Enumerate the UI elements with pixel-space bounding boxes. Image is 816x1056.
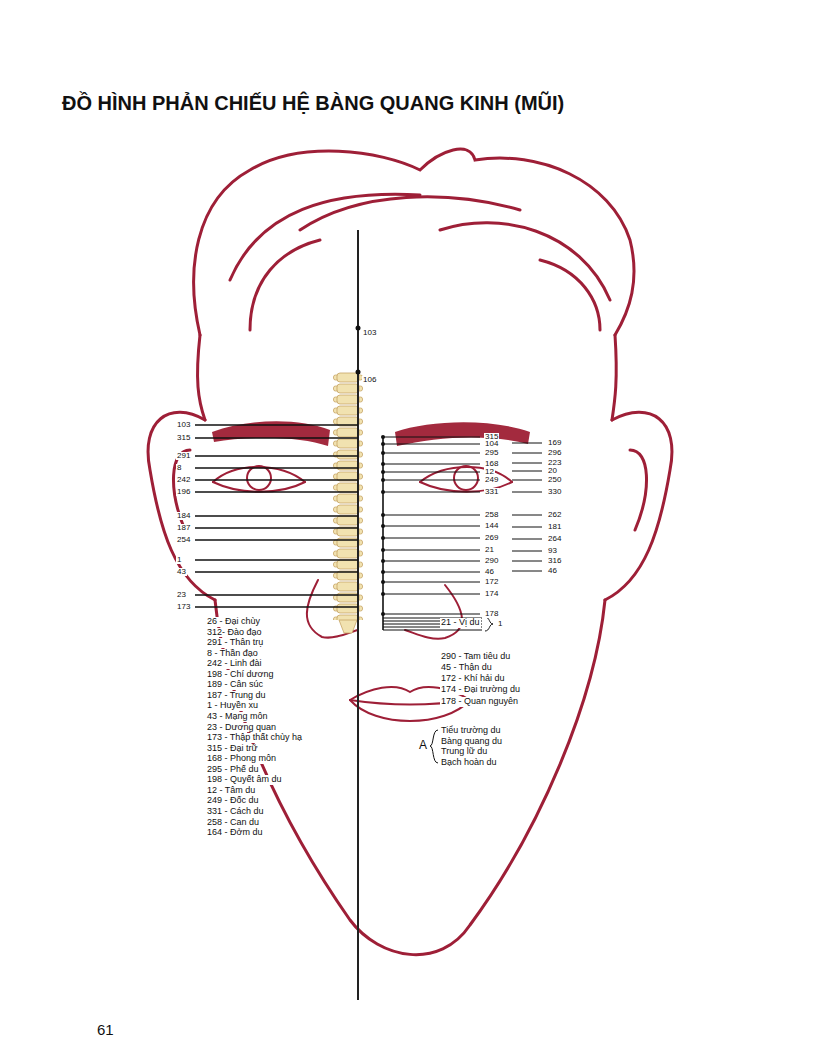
callout-number: 1 [497, 620, 503, 629]
point-label: 198 - Quyết âm du [206, 775, 283, 785]
point-label: 178 - Quan nguyên [440, 697, 519, 707]
callout-number: 20 [547, 467, 558, 476]
point-label: 43 - Mạng môn [206, 712, 269, 722]
callout-number: 258 [484, 511, 499, 520]
callout-number: 169 [547, 439, 562, 448]
callout-number: 242 [176, 476, 191, 485]
callout-number: 262 [547, 511, 562, 520]
point-label: Bàng quang du [440, 737, 503, 747]
callout-number: 315 [176, 434, 191, 443]
callout-number: 103 [176, 421, 191, 430]
point-label: Bạch hoàn du [440, 758, 498, 768]
callout-number: 1 [176, 556, 182, 565]
point-label: 12 - Tâm du [206, 786, 256, 796]
callout-number: 8 [176, 464, 182, 473]
callout-number: 21 [484, 546, 495, 555]
callout-number: 254 [176, 536, 191, 545]
callout-number: 249 [484, 476, 499, 485]
callout-number: 269 [484, 534, 499, 543]
point-label: 26 - Đại chùy [206, 617, 261, 627]
point-label: 45 - Thận du [440, 663, 493, 673]
point-label: 8 - Thần đạo [206, 649, 259, 659]
point-label: 21 - Vị du [440, 618, 481, 628]
point-label: 172 - Khí hải du [440, 674, 506, 684]
point-label: 242 - Linh đài [206, 659, 263, 669]
point-label: 312- Đào đạo [206, 628, 263, 638]
point-label: 331 - Cách du [206, 807, 265, 817]
callout-number: 43 [176, 568, 187, 577]
callout-number: 184 [176, 512, 191, 521]
callout-number: 331 [484, 488, 499, 497]
callout-number: 93 [547, 547, 558, 556]
callout-number: 290 [484, 557, 499, 566]
point-label: 198 - Chí dương [206, 670, 274, 680]
group-letter: A [418, 739, 428, 752]
point-label: 295 - Phế du [206, 765, 260, 775]
point-label: 168 - Phong môn [206, 754, 277, 764]
callout-number: 46 [547, 567, 558, 576]
callout-number: 316 [547, 557, 562, 566]
callout-number: 172 [484, 578, 499, 587]
point-label: 1 - Huyền xu [206, 701, 259, 711]
callout-number: 23 [176, 591, 187, 600]
callout-number: 181 [547, 523, 562, 532]
callout-number: 291 [176, 452, 191, 461]
callout-number: 103 [362, 329, 377, 338]
page-number: 61 [96, 1022, 115, 1039]
callout-number: 46 [484, 568, 495, 577]
point-label: 189 - Cân súc [206, 680, 264, 690]
callout-number: 187 [176, 524, 191, 533]
callout-number: 330 [547, 488, 562, 497]
callout-number: 250 [547, 476, 562, 485]
point-label: 23 - Dương quan [206, 723, 277, 733]
callout-number: 264 [547, 535, 562, 544]
callout-number: 106 [362, 376, 377, 385]
callout-number: 178 [484, 610, 499, 619]
callout-number: 104 [484, 440, 499, 449]
point-label: 315 - Đại trữ [206, 744, 259, 754]
page-title: ĐỒ HÌNH PHẢN CHIẾU HỆ BÀNG QUANG KINH (M… [62, 92, 564, 115]
callout-number: 296 [547, 449, 562, 458]
point-label: 290 - Tam tiêu du [440, 652, 511, 662]
callout-number: 174 [484, 590, 499, 599]
point-label: Tiểu trường du [440, 726, 502, 736]
point-label: 258 - Can du [206, 818, 260, 828]
point-label: 187 - Trung du [206, 691, 267, 701]
point-label: 249 - Đốc du [206, 796, 260, 806]
callout-number: 173 [176, 603, 191, 612]
callout-number: 196 [176, 488, 191, 497]
point-label: 291 - Thân trụ [206, 638, 264, 648]
point-label: 174 - Đại trường du [440, 685, 521, 695]
point-label: 164 - Đởm du [206, 828, 263, 838]
callout-number: 144 [484, 522, 499, 531]
point-label: Trung lữ du [440, 747, 488, 757]
callout-number: 295 [484, 449, 499, 458]
point-label: 173 - Thập thất chùy hạ [206, 733, 303, 743]
